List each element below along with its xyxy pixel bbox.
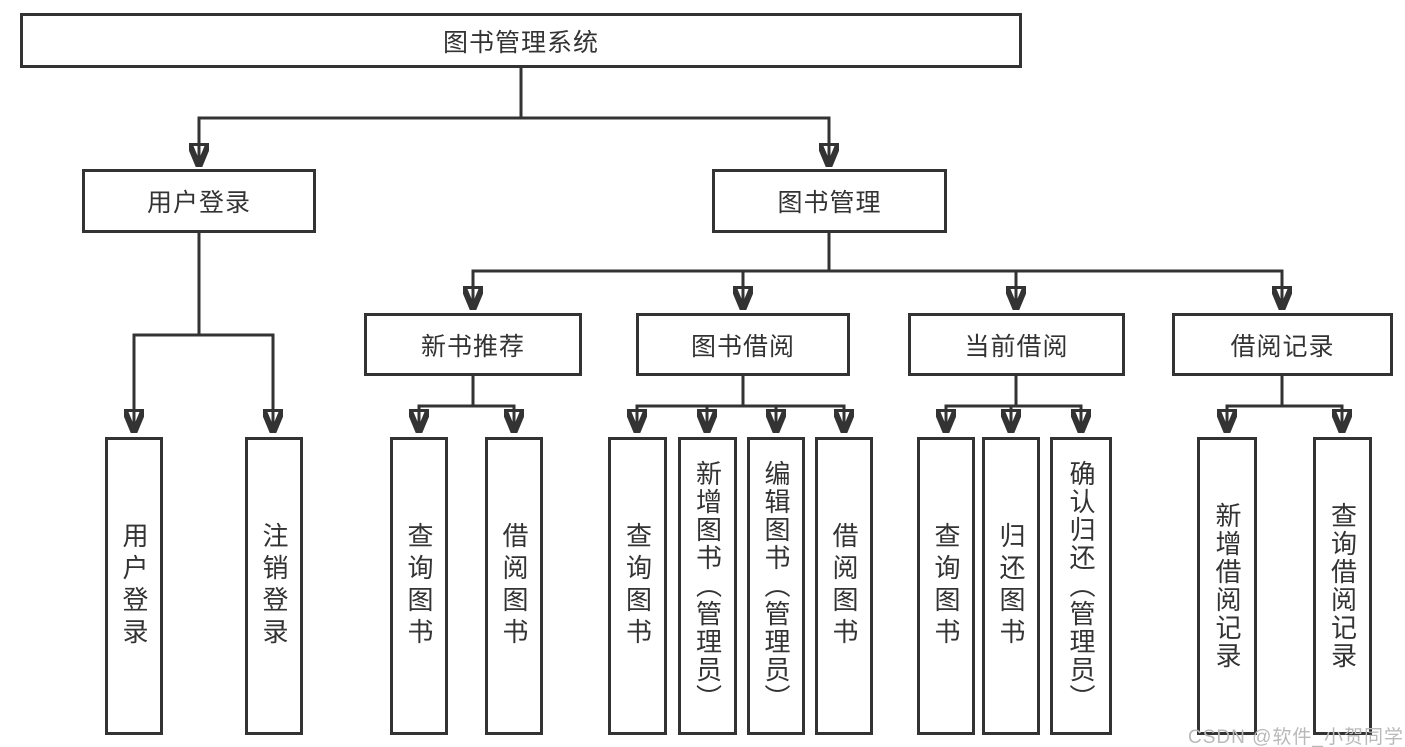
connector-book-management [473, 233, 1282, 308]
node-user-login: 用户登录 [82, 169, 316, 233]
leaf-user-login: 用户登录 [105, 437, 163, 735]
connector-root [199, 68, 829, 165]
connector-borrowing-records [1227, 376, 1342, 431]
leaf-recommend-query-books: 查询图书 [390, 437, 448, 735]
leaf-borrow-books: 借阅图书 [815, 437, 873, 735]
leaf-add-borrow-record: 新增借阅记录 [1197, 437, 1257, 735]
connector-current-borrowing [946, 376, 1081, 431]
node-borrowing-records: 借阅记录 [1172, 313, 1393, 376]
node-new-book-recommendation: 新书推荐 [364, 313, 582, 376]
leaf-recommend-borrow-books: 借阅图书 [485, 437, 543, 735]
node-book-management: 图书管理 [712, 169, 947, 233]
leaf-borrow-query-books: 查询图书 [608, 437, 667, 735]
watermark: CSDN @软件_小贺同学 [1188, 727, 1404, 747]
node-library-system: 图书管理系统 [20, 13, 1022, 68]
node-book-borrowing: 图书借阅 [636, 313, 850, 376]
leaf-query-borrow-record: 查询借阅记录 [1313, 437, 1372, 735]
leaf-add-book-admin: 新增图书（管理员） [678, 437, 737, 735]
leaf-edit-book-admin: 编辑图书（管理员） [747, 437, 805, 735]
node-current-borrowing: 当前借阅 [908, 313, 1125, 376]
leaf-current-query-books: 查询图书 [917, 437, 975, 735]
leaf-confirm-return-admin: 确认归还（管理员） [1050, 437, 1112, 735]
leaf-return-books: 归还图书 [982, 437, 1040, 735]
connector-user-login [134, 233, 273, 431]
connector-book-borrowing [637, 376, 844, 431]
connector-new-book-recommendation [419, 376, 514, 431]
leaf-logout: 注销登录 [245, 437, 303, 735]
